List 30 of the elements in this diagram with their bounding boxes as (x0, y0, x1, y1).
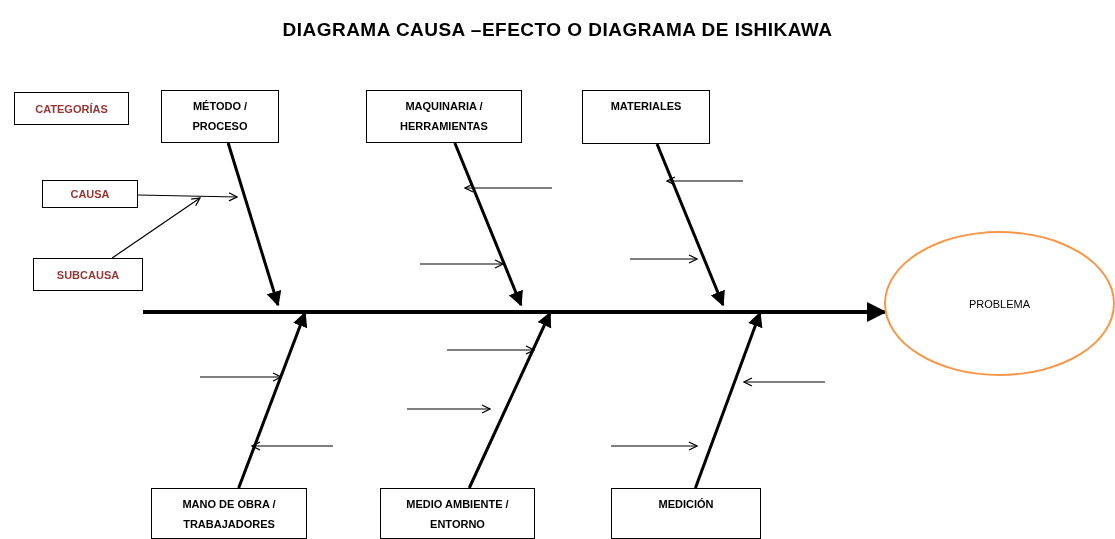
category-box (33, 258, 143, 291)
category-box (151, 488, 307, 539)
node-label: MATERIALES (610, 99, 682, 114)
node-label: MÉTODO / PROCESO (191, 99, 249, 134)
arrow (111, 197, 201, 259)
node-label: SUBCAUSA (56, 267, 120, 283)
arrow (237, 311, 308, 489)
node-label: MAQUINARIA / HERRAMIENTAS (399, 99, 489, 134)
node-label: MANO DE OBRA / TRABAJADORES (181, 497, 277, 532)
node-label: MEDICIÓN (658, 497, 714, 512)
node-label: MEDIO AMBIENTE / ENTORNO (405, 497, 510, 532)
spine-arrow (143, 302, 887, 322)
node-label: CATEGORÍAS (35, 101, 108, 117)
arrow (655, 143, 725, 307)
arrow (453, 142, 523, 307)
node-label: PROBLEMA (968, 296, 1031, 312)
problem-ellipse (884, 231, 1115, 376)
node-label: CAUSA (70, 187, 110, 202)
arrow (137, 192, 238, 202)
arrow (226, 142, 282, 307)
category-box (380, 488, 535, 539)
arrow (467, 311, 552, 489)
category-box (14, 92, 129, 125)
category-box (42, 180, 138, 208)
arrow (694, 311, 763, 489)
category-box (582, 90, 710, 144)
category-box (366, 90, 522, 143)
category-box (161, 90, 279, 143)
category-box (611, 488, 761, 539)
diagram-title: DIAGRAMA CAUSA –EFECTO O DIAGRAMA DE ISHIKAWA (281, 18, 834, 42)
